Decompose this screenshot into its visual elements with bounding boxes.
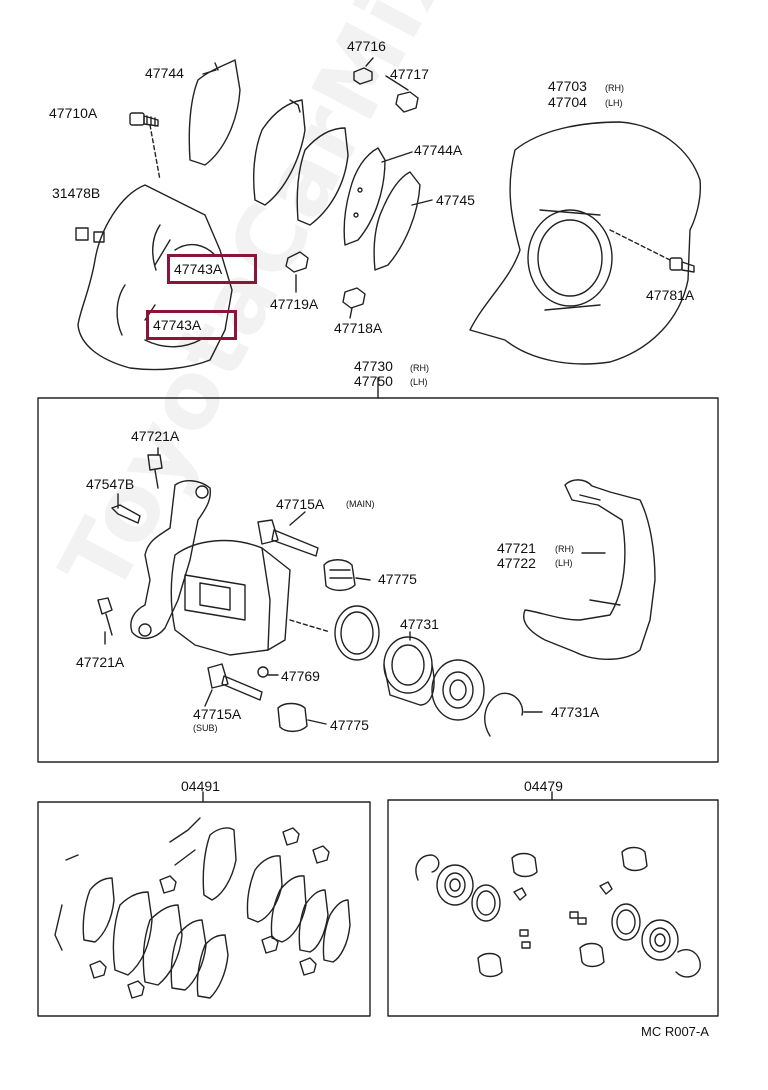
label-47775-bottom[interactable]: 47775: [330, 717, 369, 733]
label-main: (MAIN): [346, 499, 375, 509]
label-rh-47721: (RH): [555, 544, 574, 554]
label-47721A-bottom[interactable]: 47721A: [76, 654, 125, 670]
clip-47717: [395, 91, 419, 113]
label-lh-47722: (LH): [555, 558, 573, 568]
label-31478B[interactable]: 31478B: [52, 185, 101, 201]
label-lh-47750: (LH): [410, 377, 428, 387]
shim-47745: [373, 171, 421, 271]
kit-04479-parts: [415, 846, 701, 978]
caliper-assembly-box: [37, 397, 719, 763]
label-47744A[interactable]: 47744A: [414, 142, 463, 158]
piston-47731: [383, 636, 435, 706]
label-47722[interactable]: 47722: [497, 555, 536, 571]
label-47769[interactable]: 47769: [281, 668, 320, 684]
highlight-47743A-upper: [167, 254, 257, 284]
bolt-47781A: [669, 257, 695, 273]
label-47717[interactable]: 47717: [390, 66, 429, 82]
label-47775-top[interactable]: 47775: [378, 571, 417, 587]
label-47715A-sub[interactable]: 47715A: [193, 706, 242, 722]
label-rh-47703: (RH): [605, 83, 624, 93]
dust-shield: [469, 121, 702, 365]
pad-inner-b: [296, 127, 349, 226]
label-04479[interactable]: 04479: [524, 778, 563, 794]
diagram-code: MC R007-A: [641, 1024, 709, 1039]
label-47719A[interactable]: 47719A: [270, 296, 319, 312]
caliper-mount: [130, 480, 212, 639]
label-47743A-lower[interactable]: 47743A: [153, 317, 202, 333]
label-47721A-top[interactable]: 47721A: [131, 428, 180, 444]
clip-47718A: [342, 287, 366, 309]
pad-inner-a: [253, 99, 306, 206]
label-47721[interactable]: 47721: [497, 540, 536, 556]
cap-31478B: [75, 227, 105, 243]
label-47731A[interactable]: 47731A: [551, 704, 600, 720]
label-47704[interactable]: 47704: [548, 94, 587, 110]
label-47745[interactable]: 47745: [436, 192, 475, 208]
caliper-cylinder: [170, 539, 291, 656]
clip-47719A: [285, 251, 309, 273]
clip-47716: [353, 67, 373, 85]
label-47730[interactable]: 47730: [354, 358, 393, 374]
label-47718A[interactable]: 47718A: [334, 320, 383, 336]
set-ring-47731A: [484, 692, 524, 737]
label-47744[interactable]: 47744: [145, 65, 184, 81]
label-rh-47730: (RH): [410, 363, 429, 373]
bolt-47710A: [129, 112, 159, 127]
bolt-47721A-top: [147, 454, 163, 489]
piston-boot: [431, 659, 485, 721]
label-47716[interactable]: 47716: [347, 38, 386, 54]
boot-47775-bottom: [277, 702, 308, 733]
plug-47769: [257, 666, 269, 678]
label-47715A-main[interactable]: 47715A: [276, 496, 325, 512]
label-lh-47704: (LH): [605, 98, 623, 108]
kit-box-04491: [37, 801, 371, 1017]
shim-47744A: [343, 147, 386, 246]
bolt-47721A-bottom: [97, 597, 113, 636]
bolt-47547B: [111, 504, 141, 524]
label-47731[interactable]: 47731: [400, 616, 439, 632]
kit-box-04479: [387, 799, 719, 1017]
label-47710A[interactable]: 47710A: [49, 105, 98, 121]
pin-47715A-main: [257, 519, 319, 557]
label-47547B[interactable]: 47547B: [86, 476, 135, 492]
label-47743A-upper[interactable]: 47743A: [174, 261, 223, 277]
label-sub: (SUB): [193, 723, 218, 733]
label-47703[interactable]: 47703: [548, 78, 587, 94]
kit-04491-parts: [54, 817, 351, 999]
caliper-body-outline: [77, 184, 233, 371]
label-47781A[interactable]: 47781A: [646, 287, 695, 303]
pad-47744: [188, 59, 241, 166]
highlight-47743A-lower: [146, 310, 237, 340]
mounting-bracket: [523, 479, 656, 660]
label-04491[interactable]: 04491: [181, 778, 220, 794]
label-47750[interactable]: 47750: [354, 373, 393, 389]
pin-47715A-sub: [207, 663, 263, 701]
piston-seal: [334, 605, 380, 661]
boot-47775-top: [323, 559, 356, 592]
